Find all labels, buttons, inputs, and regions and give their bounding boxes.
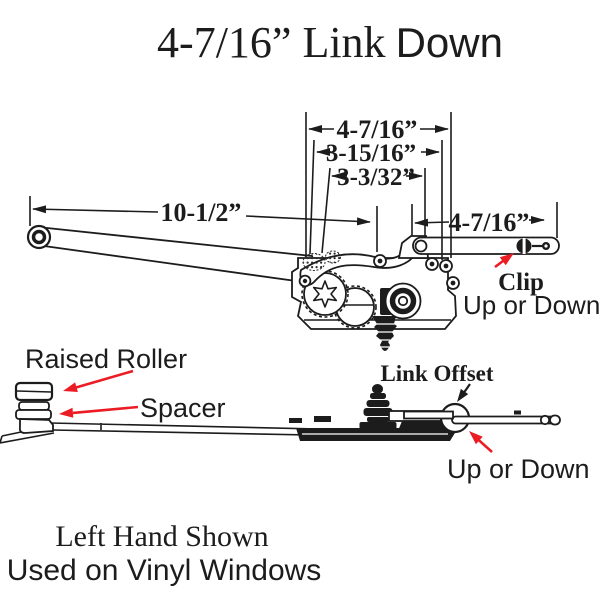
dimension-arm: 10-1/2” (32, 198, 371, 227)
dimension-arm-label: 10-1/2” (161, 198, 242, 227)
offset-direction-label: Up or Down (447, 454, 590, 484)
dimension-overall: 4-7/16” (308, 115, 449, 144)
raised-roller-part (14, 381, 54, 402)
spacer-label: Spacer (140, 393, 226, 423)
dimension-lines: 4-7/16” 3-15/16” 3-3/32” 10-1/2” 4-7/16” (29, 112, 558, 260)
footer-line1: Left Hand Shown (55, 520, 268, 553)
link-offset-label: Link Offset (380, 361, 493, 386)
tray-lug-1 (289, 418, 302, 423)
operator-band (299, 242, 421, 286)
worm-gear-down (372, 316, 397, 351)
dimension-link: 4-7/16” (414, 208, 545, 237)
red-arrow-raised-roller-icon (63, 369, 134, 392)
dimension-inner: 3-3/32” (331, 164, 423, 191)
link-nub (514, 410, 521, 415)
drive-hub (384, 282, 422, 320)
worm-ribs (375, 323, 395, 348)
arm-end-ring-hole (31, 229, 47, 245)
link-bar-right (451, 415, 555, 425)
link-bar-left (403, 410, 454, 420)
rivet-screws (298, 254, 460, 290)
operator-top-view (26, 224, 560, 351)
red-arrow-offset-icon (469, 431, 493, 453)
link-bracket (398, 421, 447, 431)
extension-lines-arm (29, 196, 378, 252)
clip-hardware (516, 238, 550, 254)
link-tip-cap (549, 414, 561, 426)
roller-foot (18, 418, 54, 434)
operator-arm (42, 227, 324, 290)
dimension-mid-label: 3-15/16” (326, 140, 416, 167)
dimension-link-label: 4-7/16” (449, 208, 530, 237)
clip-label: Clip (498, 269, 544, 296)
dimension-mid: 3-15/16” (316, 140, 440, 167)
callout-arrows (59, 253, 514, 453)
footer-line2: Used on Vinyl Windows (7, 554, 322, 587)
extension-lines-link (411, 202, 558, 238)
worm-gear-up (359, 384, 397, 429)
clip-direction-label: Up or Down (463, 290, 600, 320)
extension-lines-left (305, 112, 331, 257)
red-arrow-clip-icon (494, 253, 514, 269)
spacer-part (15, 401, 52, 420)
raised-roller-label: Raised Roller (25, 344, 187, 374)
tray-lug-2 (314, 416, 331, 422)
operator-side-view (0, 381, 561, 444)
black-arrow-link-offset-icon (457, 383, 471, 402)
dimension-overall-label: 4-7/16” (337, 115, 418, 144)
link-pivot (414, 239, 428, 253)
link-tip-ring (539, 414, 551, 426)
stipple-texture (302, 250, 341, 271)
red-arrow-spacer-icon (59, 405, 139, 418)
dimension-inner-label: 3-3/32” (337, 164, 415, 191)
